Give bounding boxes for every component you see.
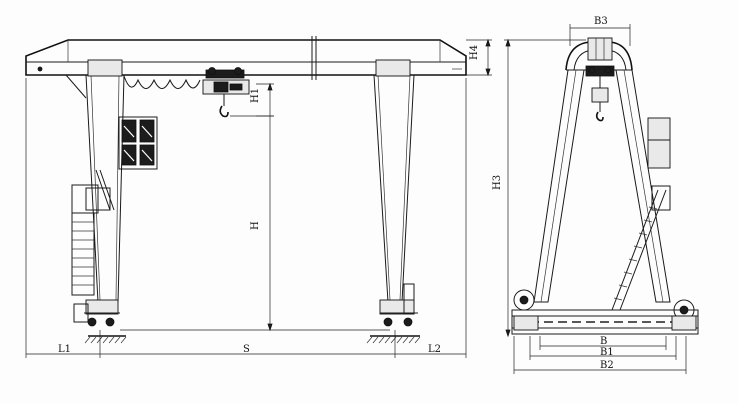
- hoist-trolley: [202, 67, 250, 118]
- side-top-head: [565, 37, 633, 71]
- label-s: S: [243, 344, 250, 355]
- right-end-carriage: [366, 283, 421, 344]
- label-l2: L2: [428, 344, 441, 355]
- front-dimensions: [25, 38, 492, 358]
- electrical-cabinet: [118, 116, 158, 170]
- side-diagonal-ladder: [611, 189, 667, 311]
- side-base-beam: [511, 289, 699, 335]
- side-hoist: [585, 65, 615, 122]
- label-b: B: [600, 336, 607, 347]
- side-dimensions: [504, 24, 687, 374]
- label-b1: B1: [600, 347, 614, 358]
- front-elevation: H4 H1 H S L1 L2: [25, 36, 492, 358]
- left-leg: [65, 59, 125, 303]
- label-l1: L1: [58, 344, 71, 355]
- label-h4: H4: [469, 45, 480, 60]
- left-end-carriage: [73, 299, 127, 344]
- label-h: H: [250, 221, 261, 230]
- label-b2: B2: [600, 360, 614, 371]
- right-leg: [373, 59, 415, 303]
- access-ladder: [71, 169, 115, 296]
- cable-festoon: [123, 75, 201, 89]
- label-h1: H1: [250, 88, 261, 103]
- front-dimension-labels: H4 H1 H S L1 L2: [58, 45, 480, 355]
- side-elevation: B3 H3 B B1 B2: [492, 16, 699, 374]
- side-dimension-labels: B3 H3 B B1 B2: [492, 16, 614, 371]
- label-h3: H3: [492, 175, 503, 190]
- side-cabinet: [647, 117, 671, 211]
- label-b3: B3: [594, 16, 608, 27]
- side-a-frame: [533, 69, 671, 303]
